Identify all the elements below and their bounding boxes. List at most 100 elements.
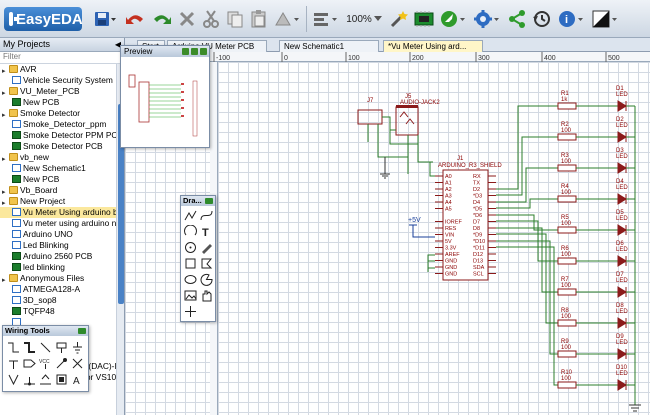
target-icon[interactable] [191, 48, 198, 55]
bezier-icon[interactable] [199, 208, 214, 223]
wire[interactable] [427, 254, 435, 272]
resistor[interactable] [557, 226, 577, 234]
wand-icon[interactable] [388, 8, 410, 30]
vcc-icon[interactable]: VCC [38, 356, 53, 371]
collapse-arrow-icon[interactable]: ◀ [114, 40, 121, 49]
wire[interactable] [496, 105, 558, 190]
resistor[interactable] [557, 195, 577, 203]
tree-item[interactable]: 3D_sop8 [0, 295, 116, 306]
image-icon[interactable] [183, 288, 198, 303]
cut-icon[interactable] [200, 8, 222, 30]
minimize-icon[interactable] [78, 328, 86, 334]
expand-arrow-icon[interactable]: ▸ [2, 189, 6, 196]
voltage-probe-icon[interactable] [6, 372, 21, 387]
led[interactable] [617, 255, 627, 267]
led[interactable] [617, 286, 627, 298]
align-icon[interactable] [310, 8, 340, 30]
hand-icon[interactable] [199, 288, 214, 303]
port-icon[interactable] [22, 356, 37, 371]
minimize-icon[interactable] [205, 198, 213, 204]
wire[interactable] [429, 162, 435, 177]
wire[interactable] [496, 233, 558, 324]
wire[interactable] [382, 116, 418, 145]
wire[interactable] [407, 135, 433, 174]
tree-item[interactable]: Vehicle Security System [0, 75, 116, 86]
wire[interactable] [412, 225, 435, 238]
audio-jack-top[interactable] [396, 105, 418, 108]
expand-arrow-icon[interactable]: ▸ [2, 156, 6, 163]
resistor[interactable] [557, 350, 577, 358]
ground-icon[interactable] [70, 340, 85, 355]
led[interactable] [617, 193, 627, 205]
move-icon[interactable] [183, 304, 198, 319]
undo-icon[interactable] [123, 8, 147, 30]
resistor[interactable] [557, 102, 577, 110]
tree-folder[interactable]: ▸AVR [0, 64, 116, 75]
probe-icon[interactable] [54, 356, 69, 371]
no-connect-icon[interactable] [70, 356, 85, 371]
bus-entry-icon[interactable] [38, 340, 53, 355]
ellipse-icon[interactable] [183, 272, 198, 287]
expand-arrow-icon[interactable]: ▸ [2, 112, 6, 119]
tree-folder[interactable]: ▸Anonymous Files [0, 273, 116, 284]
ground-symbol[interactable] [629, 404, 641, 412]
theme-icon[interactable] [590, 8, 620, 30]
delete-icon[interactable] [176, 8, 198, 30]
led[interactable] [617, 224, 627, 236]
led[interactable] [617, 162, 627, 174]
scrollbar-thumb[interactable] [118, 104, 124, 304]
minimize-icon[interactable] [200, 48, 207, 55]
bus-icon[interactable] [22, 340, 37, 355]
tree-item[interactable]: New Schematic1 [0, 163, 116, 174]
expand-arrow-icon[interactable]: ▸ [2, 200, 6, 207]
share-icon[interactable] [506, 8, 528, 30]
wire[interactable] [496, 136, 558, 196]
tree-item[interactable]: Vu Meter Using arduino b [0, 207, 116, 218]
pcb-icon[interactable] [412, 8, 436, 30]
tree-item[interactable]: Vu meter using arduino na [0, 218, 116, 229]
resistor[interactable] [557, 319, 577, 327]
resistor[interactable] [557, 288, 577, 296]
drawing-tools-panel[interactable]: Dra... T [180, 195, 216, 322]
info-icon[interactable]: i [556, 8, 586, 30]
junction-icon[interactable] [22, 372, 37, 387]
resistor[interactable] [557, 133, 577, 141]
wire[interactable] [496, 227, 558, 293]
led[interactable] [617, 100, 627, 112]
tab-vu-meter-using-arduino[interactable]: *Vu Meter Using ard... [383, 40, 483, 52]
circle-arc-icon[interactable] [183, 240, 198, 255]
ground-symbol[interactable] [380, 157, 390, 179]
tree-item[interactable]: TQFP48 [0, 306, 116, 317]
resistor[interactable] [557, 381, 577, 389]
zoom-dropdown[interactable]: 100% [344, 8, 384, 30]
tree-item[interactable]: ATMEGA128-A [0, 284, 116, 295]
tree-item[interactable]: Smoke Detector PPM PCB [0, 130, 116, 141]
led[interactable] [617, 317, 627, 329]
tree-item[interactable]: Led Blinking [0, 240, 116, 251]
arc-icon[interactable] [183, 224, 198, 239]
j7-connector[interactable] [357, 109, 383, 125]
paste-icon[interactable] [248, 8, 270, 30]
wire[interactable] [496, 214, 558, 231]
tree-item[interactable]: Smoke_Detector_ppm [0, 119, 116, 130]
tree-item[interactable]: New PCB [0, 174, 116, 185]
copy-icon[interactable] [224, 8, 246, 30]
expand-arrow-icon[interactable]: ▸ [2, 68, 6, 75]
wire[interactable] [367, 124, 409, 158]
tree-folder[interactable]: ▸vb_new [0, 152, 116, 163]
preview-panel[interactable]: Preview [120, 45, 210, 148]
tree-folder[interactable]: ▸Vb_Board [0, 185, 116, 196]
tree-item[interactable]: Arduino 2560 PCB [0, 251, 116, 262]
audio-jack-contacts[interactable] [399, 111, 415, 125]
wire[interactable] [496, 246, 558, 386]
project-tree-scrollbar[interactable] [116, 64, 124, 415]
led[interactable] [617, 379, 627, 391]
pie-icon[interactable] [199, 272, 214, 287]
tree-item[interactable]: Smoke Detector PCB [0, 141, 116, 152]
rectangle-icon[interactable] [183, 256, 198, 271]
tree-folder[interactable]: ▸Smoke Detector [0, 108, 116, 119]
audio-jack[interactable] [395, 106, 419, 136]
arduino-shield[interactable] [442, 169, 489, 281]
tab-new-schematic1[interactable]: New Schematic1 [279, 40, 379, 52]
